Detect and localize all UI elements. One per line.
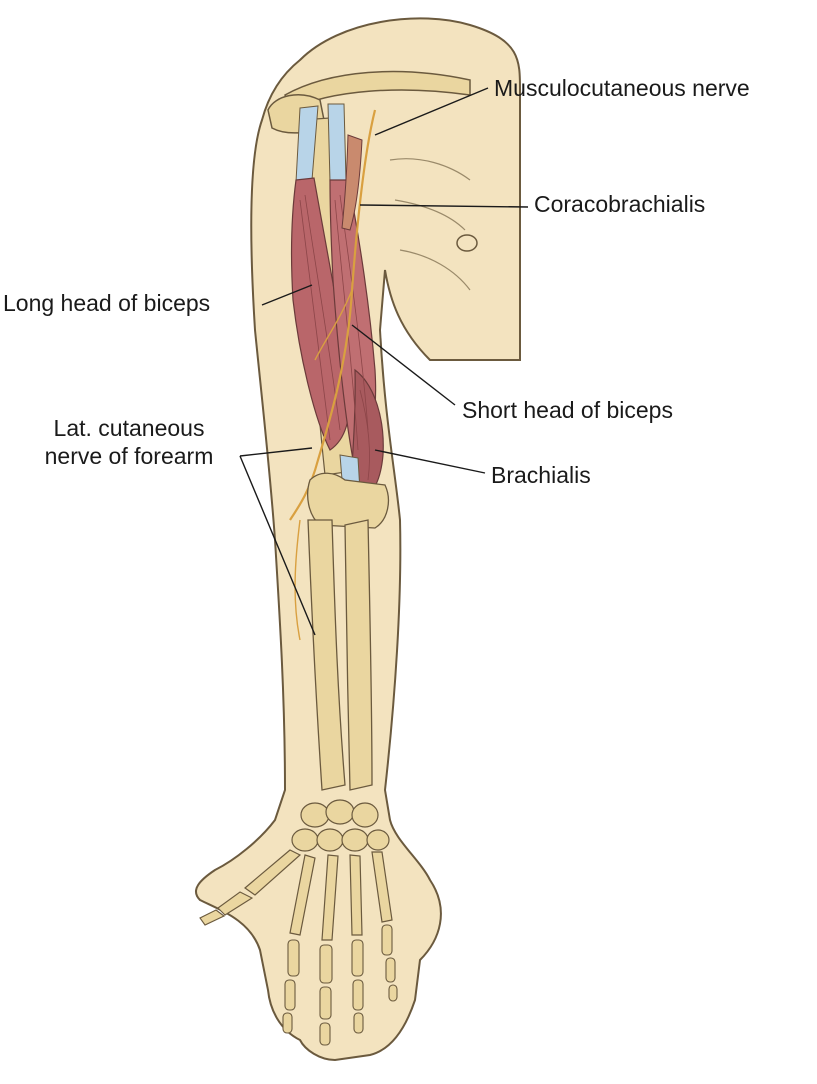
label-musculocutaneous-nerve: Musculocutaneous nerve [494, 75, 750, 101]
leader-latcut-1 [239, 447, 313, 457]
leader-short-head [351, 324, 456, 406]
label-short-head-of-biceps: Short head of biceps [462, 397, 673, 423]
label-lat-cutaneous-line1: Lat. cutaneous [53, 415, 205, 441]
nipple [456, 234, 478, 252]
chest-line [394, 199, 466, 231]
muscle-fibers [299, 194, 370, 481]
leader-lines [239, 87, 529, 636]
leader-latcut-2 [239, 455, 316, 636]
leader-long-head [261, 284, 313, 306]
ulna [344, 519, 373, 791]
label-long-head-of-biceps: Long head of biceps [3, 290, 211, 316]
phalanges [199, 891, 398, 1046]
carpals [291, 799, 390, 852]
chest-line [399, 249, 471, 291]
radius [307, 519, 346, 791]
label-lat-cutaneous-line2: nerve of forearm [44, 443, 214, 469]
leader-coracobrachialis [359, 204, 529, 208]
label-lat-cutaneous-nerve: Lat. cutaneous nerve of forearm [18, 414, 240, 470]
metacarpals [244, 849, 393, 941]
nerve-branch [314, 289, 353, 361]
leader-musculocutaneous [374, 87, 489, 136]
elbow-joint [307, 472, 389, 529]
long-head-biceps-muscle [290, 177, 351, 451]
lat-cutaneous-nerve-path [294, 519, 301, 641]
coracobrachialis-muscle [341, 134, 363, 231]
leader-brachialis [374, 449, 486, 474]
label-coracobrachialis: Coracobrachialis [534, 191, 706, 217]
label-brachialis: Brachialis [491, 462, 591, 488]
chest-line [389, 158, 471, 181]
short-head-tendon [327, 103, 347, 183]
